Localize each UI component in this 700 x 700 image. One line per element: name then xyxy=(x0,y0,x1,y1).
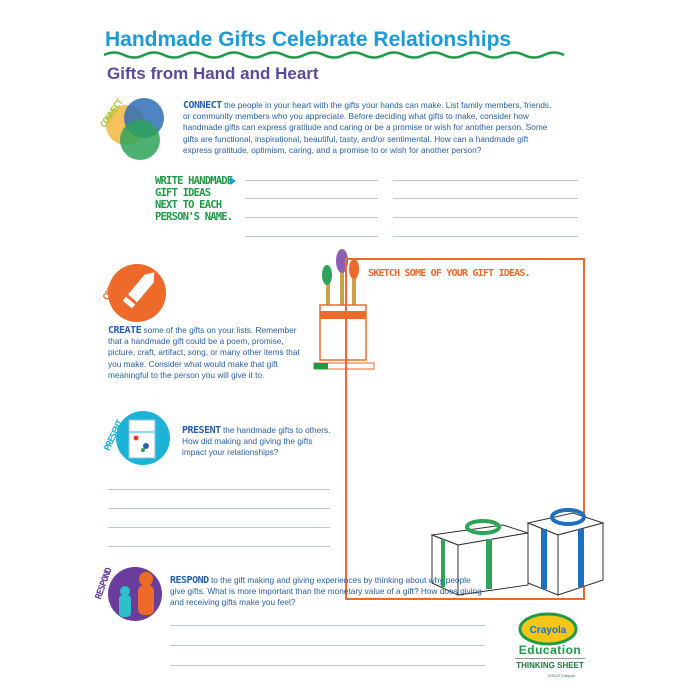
present-body: the handmade gifts to others. How did ma… xyxy=(182,425,331,458)
present-text: PRESENT the handmade gifts to others. Ho… xyxy=(182,425,332,459)
write-line[interactable] xyxy=(393,198,578,199)
prompt-line: GIFT IDEAS xyxy=(155,187,211,199)
page-title: Handmade Gifts Celebrate Relationships xyxy=(105,28,512,51)
logo-text: Crayola xyxy=(530,625,567,636)
write-line[interactable] xyxy=(170,645,485,646)
education-label: Education xyxy=(515,643,585,659)
write-line[interactable] xyxy=(393,217,578,218)
write-line[interactable] xyxy=(245,180,378,181)
wavy-underline xyxy=(104,51,565,59)
respond-keyword: RESPOND xyxy=(170,575,209,586)
write-line[interactable] xyxy=(108,489,330,490)
write-line[interactable] xyxy=(245,236,378,237)
write-line[interactable] xyxy=(245,198,378,199)
prompt-line: PERSON'S NAME. xyxy=(155,211,233,223)
write-line[interactable] xyxy=(170,625,485,626)
write-line[interactable] xyxy=(170,665,485,666)
crayola-logo: Crayola xyxy=(518,612,578,646)
copyright: ©2020 Crayola xyxy=(548,673,575,678)
write-line[interactable] xyxy=(393,180,578,181)
respond-text: RESPOND to the gift making and giving ex… xyxy=(170,575,488,609)
gift-boxes-icon xyxy=(430,508,605,596)
write-line[interactable] xyxy=(245,217,378,218)
refrigerator-circle-icon xyxy=(116,411,170,465)
create-keyword: CREATE xyxy=(108,325,142,336)
write-line[interactable] xyxy=(108,546,330,547)
write-line[interactable] xyxy=(108,527,330,528)
arrow-icon xyxy=(230,177,236,185)
present-keyword: PRESENT xyxy=(182,425,221,436)
create-text: CREATE some of the gifts on your lists. … xyxy=(108,325,303,381)
connect-text: CONNECT the people in your heart with th… xyxy=(183,100,558,156)
connect-body: the people in your heart with the gifts … xyxy=(183,100,552,155)
connect-circles-icon xyxy=(106,98,164,160)
connect-keyword: CONNECT xyxy=(183,100,222,111)
sketch-label: SKETCH SOME OF YOUR GIFT IDEAS. xyxy=(368,268,531,279)
prompt-line: NEXT TO EACH xyxy=(155,199,222,211)
people-circle-icon xyxy=(108,567,162,621)
write-prompt: WRITE HANDMADE GIFT IDEAS NEXT TO EACH P… xyxy=(155,175,233,223)
thinking-sheet-label: THINKING SHEET xyxy=(516,661,584,670)
create-body: some of the gifts on your lists. Remembe… xyxy=(108,325,300,380)
crayon-circle-icon xyxy=(108,264,166,322)
respond-body: to the gift making and giving experience… xyxy=(170,575,482,608)
prompt-line: WRITE HANDMADE xyxy=(155,175,233,187)
write-line[interactable] xyxy=(108,508,330,509)
sketch-area[interactable] xyxy=(345,258,585,600)
write-line[interactable] xyxy=(393,236,578,237)
page-subtitle: Gifts from Hand and Heart xyxy=(107,64,319,83)
